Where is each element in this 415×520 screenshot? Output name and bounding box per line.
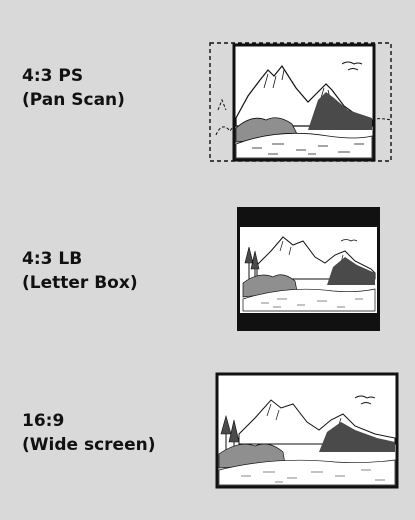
letter-box-title: 4:3 LB <box>22 249 83 269</box>
wide-screen-subtitle: (Wide screen) <box>22 435 156 455</box>
pan-scan-illustration <box>209 42 392 162</box>
wide-screen-title: 16:9 <box>22 411 65 431</box>
pan-scan-title: 4:3 PS <box>22 66 84 86</box>
pan-scan-cropped-tree-2 <box>217 98 227 111</box>
wide-screen-label: 16:9 (Wide screen) <box>22 409 155 457</box>
letter-box-subtitle: (Letter Box) <box>22 273 138 293</box>
letter-box-label: 4:3 LB (Letter Box) <box>22 247 138 295</box>
wide-screen-illustration <box>215 372 399 489</box>
letter-box-illustration <box>237 207 380 331</box>
pan-scan-subtitle: (Pan Scan) <box>22 90 125 110</box>
pan-scan-cropped-frame <box>209 42 392 162</box>
letter-box-picture <box>240 227 377 313</box>
pan-scan-visible-frame <box>232 43 376 162</box>
wide-screen-frame <box>215 372 399 489</box>
pan-scan-label: 4:3 PS (Pan Scan) <box>22 64 125 112</box>
